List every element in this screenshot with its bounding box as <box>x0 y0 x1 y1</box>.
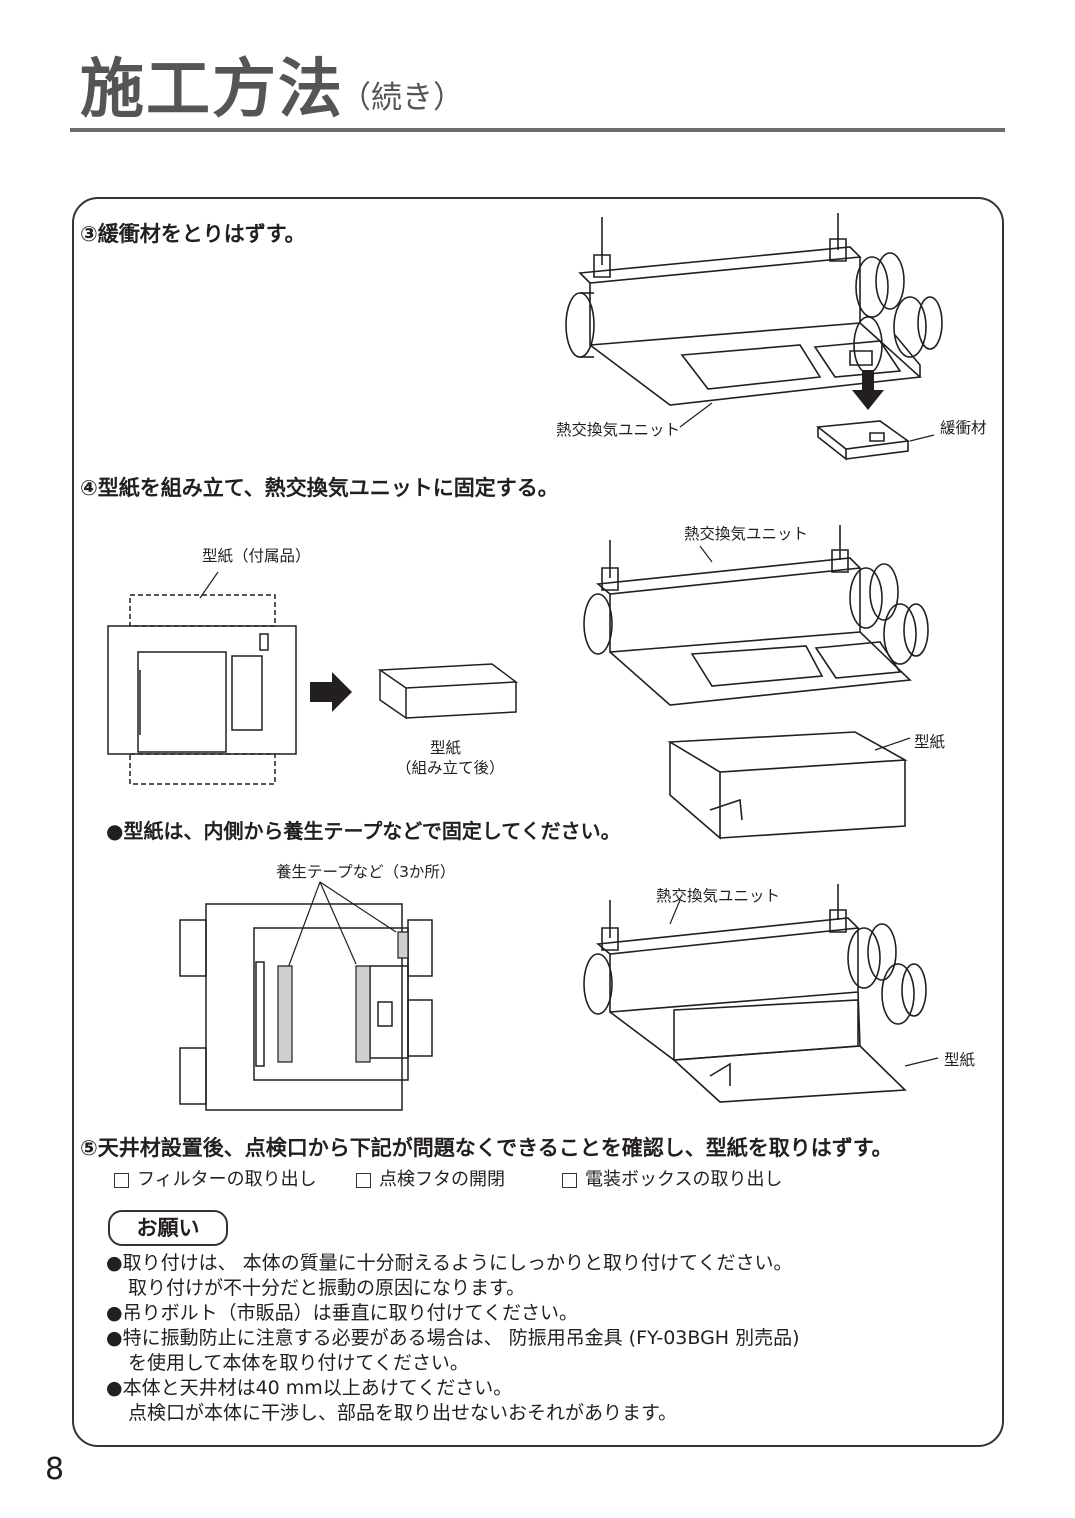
check-inspection-lid-label: 点検フタの開閉 <box>379 1169 505 1190</box>
step4-pattern-label-lower: 型紙 <box>944 1051 976 1069</box>
step4-unit-illustration-upper <box>570 520 930 850</box>
checkbox-icon <box>562 1172 577 1188</box>
pattern-box-small-illustration <box>372 660 522 730</box>
check-filter: フィルターの取り出し <box>114 1168 317 1192</box>
step5-heading: ⑤天井材設置後、点検口から下記が問題なくできることを確認し、型紙を取りはずす。 <box>80 1136 893 1160</box>
tape-label: 養生テープなど（3か所） <box>276 863 456 881</box>
pattern-flat-illustration <box>100 570 352 800</box>
content-panel <box>72 197 1004 1447</box>
step4-note: ●型紙は、内側から養生テープなどで固定してください。 <box>106 819 621 843</box>
step3-unit-label: 熱交換気ユニット <box>556 421 681 439</box>
step4-unit-label-upper: 熱交換気ユニット <box>684 525 809 543</box>
step3-cushion-label: 緩衝材 <box>940 419 987 437</box>
checkbox-icon <box>114 1172 129 1188</box>
check-inspection-lid: 点検フタの開閉 <box>356 1168 505 1192</box>
step4-unit-label-lower: 熱交換気ユニット <box>656 887 781 905</box>
pattern-assembled-label-2: （組み立て後） <box>396 759 505 777</box>
title-divider <box>70 128 1005 132</box>
check-electrical-box: 電装ボックスの取り出し <box>562 1168 782 1192</box>
step3-unit-illustration <box>550 205 940 475</box>
page-title: 施工方法 <box>80 53 344 127</box>
checkbox-icon <box>356 1172 371 1188</box>
step4-pattern-label-upper: 型紙 <box>914 733 946 751</box>
pattern-assembled-label-1: 型紙 <box>430 739 462 757</box>
request-badge: お願い <box>108 1210 228 1246</box>
page-number: 8 <box>45 1452 65 1487</box>
request-line: 取り付けが不十分だと振動の原因になります。 <box>128 1277 526 1299</box>
page-subtitle: （続き） <box>340 80 464 116</box>
step4-unit-illustration-lower <box>570 880 930 1110</box>
request-line: 点検口が本体に干渉し、部品を取り出せないおそれがあります。 <box>128 1402 678 1424</box>
step3-heading: ③緩衝材をとりはずす。 <box>80 222 306 246</box>
request-line: ●本体と天井材は40 mm以上あけてください。 <box>106 1377 513 1399</box>
step4-heading: ④型紙を組み立て、熱交換気ユニットに固定する。 <box>80 476 559 500</box>
request-line: ●吊りボルト（市販品）は垂直に取り付けてください。 <box>106 1302 579 1324</box>
check-filter-label: フィルターの取り出し <box>137 1169 317 1190</box>
check-electrical-box-label: 電装ボックスの取り出し <box>585 1169 783 1190</box>
request-line: ●取り付けは、 本体の質量に十分耐えるようにしっかりと取り付けてください。 <box>106 1252 793 1274</box>
request-line: ●特に振動防止に注意する必要がある場合は、 防振用吊金具 (FY-03BGH 別… <box>106 1327 800 1349</box>
request-line: を使用して本体を取り付けてください。 <box>128 1352 469 1374</box>
pattern-accessory-label: 型紙（付属品） <box>202 547 311 565</box>
step4-bottom-view-illustration <box>170 880 440 1120</box>
